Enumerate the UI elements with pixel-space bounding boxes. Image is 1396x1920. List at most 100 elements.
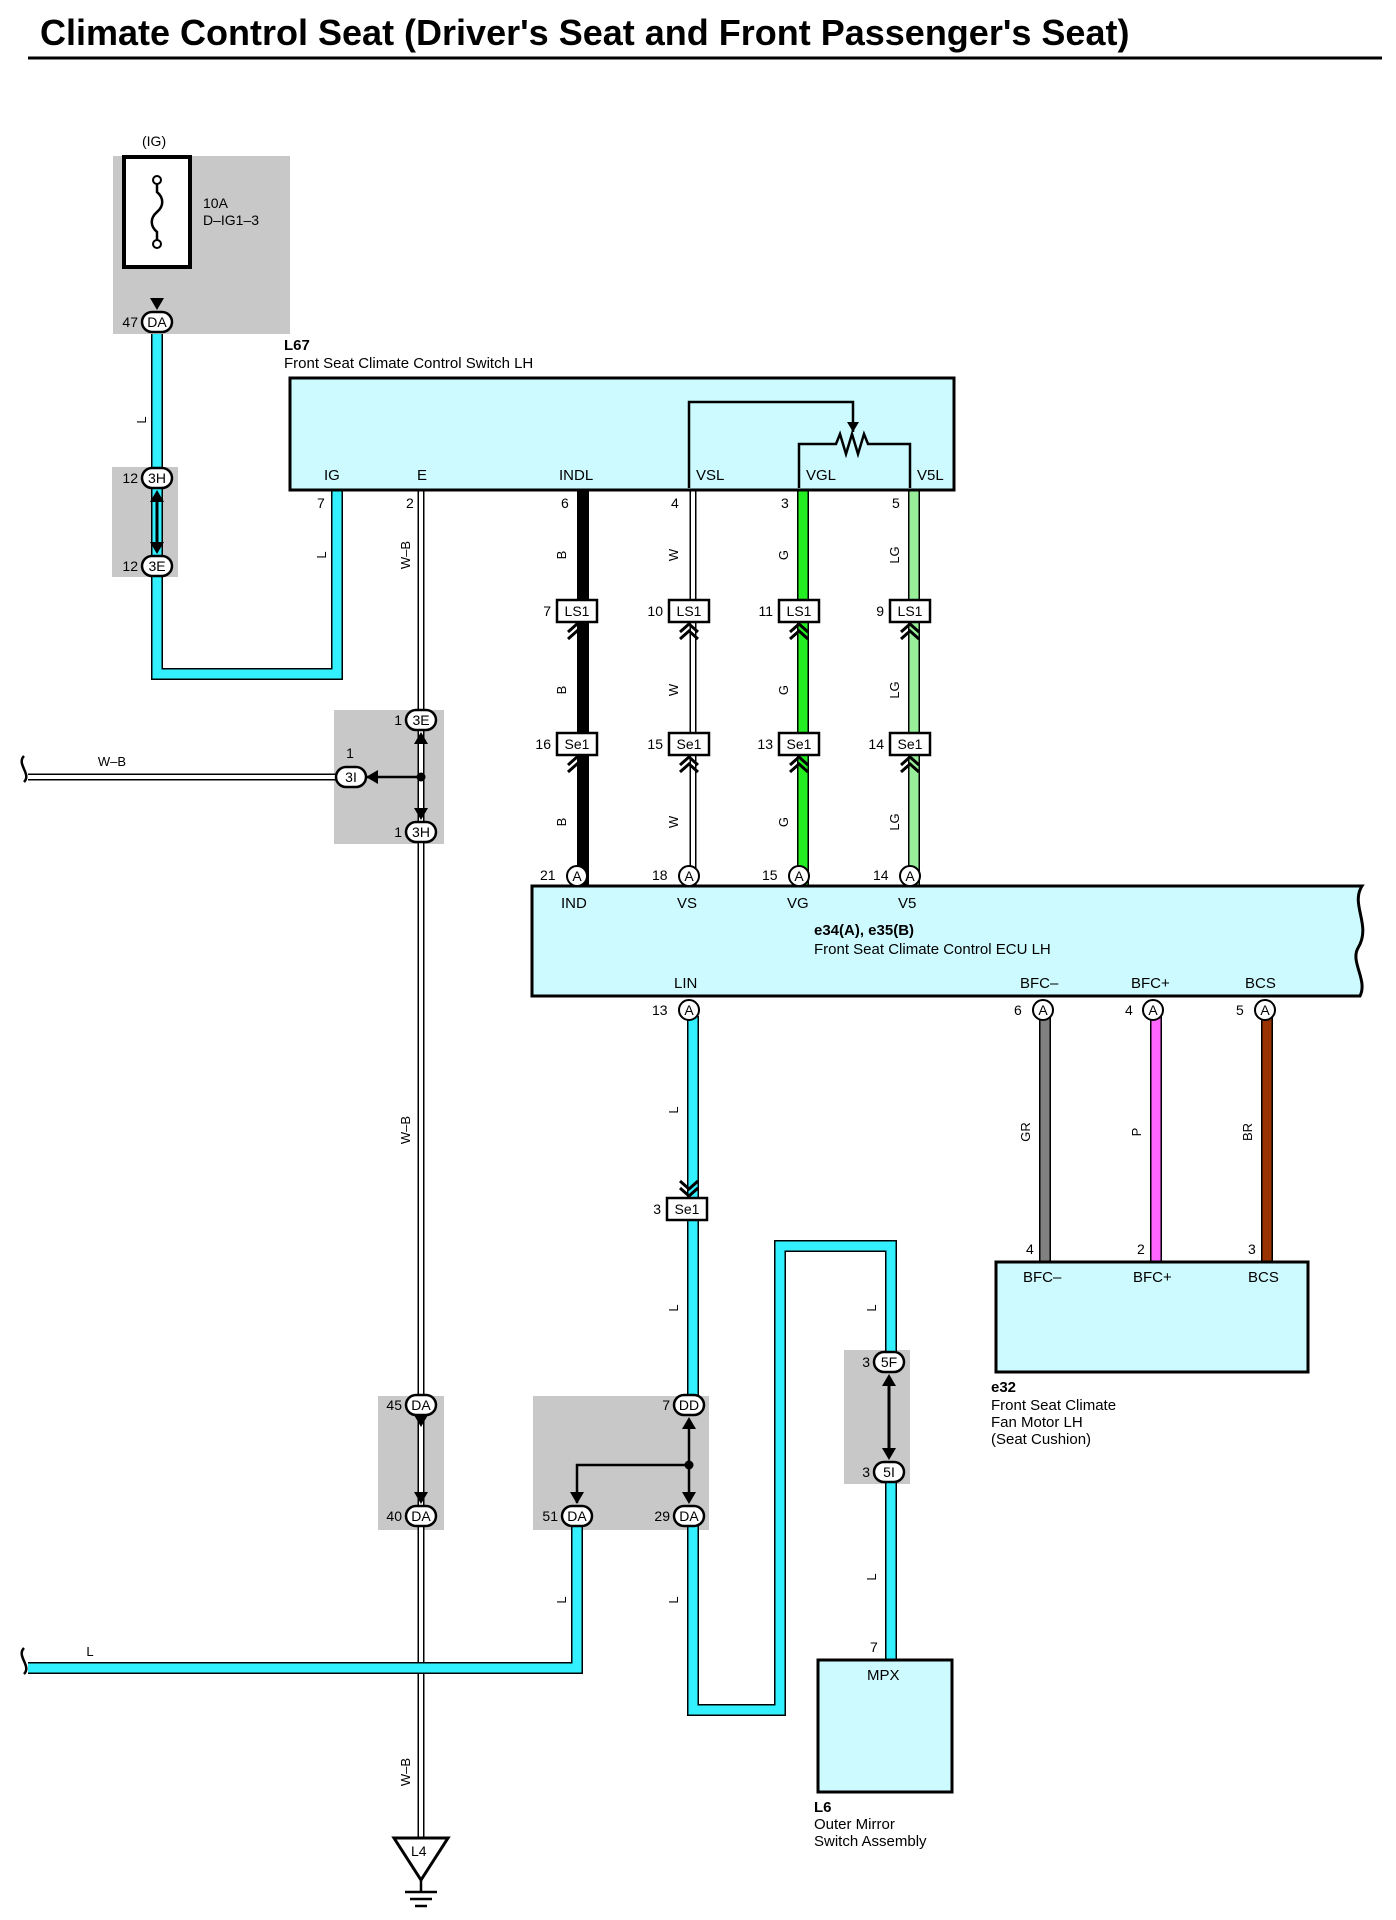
fan-motor-name-2: Fan Motor LH [991,1414,1083,1431]
connector-5i-pin: 3 [862,1464,870,1480]
wire-label-w-1: W [666,548,681,561]
arrow-left-icon-3i [366,770,378,784]
wire-label-l-lin-1: L [666,1106,681,1113]
mirror-switch-code: L6 [814,1799,832,1816]
switch-code: L67 [284,337,310,354]
connector-ls1-v5-pin: 9 [876,603,884,619]
connector-ls1-vs: LS1 10 [647,598,711,624]
wire-label-lg-1: LG [887,546,902,563]
chevron-up-icon-ls1-3 [900,621,920,641]
fan-pin-bfcm: 4 [1026,1241,1034,1257]
ecu-pin-circle-v5-shape [899,865,921,887]
connector-se1-lin-shape [665,1196,709,1222]
connector-da45-pin: 45 [386,1397,402,1413]
wire-label-wb-left: W–B [98,754,126,769]
chevron-up-icon-ls1-0 [567,621,587,641]
connector-dd7-code: DD [679,1397,699,1413]
connector-fuse-da47-shape [140,310,174,334]
fan-terminal-bfcp: BFC+ [1133,1269,1172,1286]
switch-pin-vsl: 4 [671,495,679,511]
connector-3h-mid: 3H1 [394,820,438,844]
wire-l-da51 [28,1518,582,1673]
wire-l-loop [688,1241,896,1715]
wires-group [28,334,1273,1838]
ecu-pin-bfcm: 6 [1014,1002,1022,1018]
wire-label-l-left: L [86,1644,93,1659]
switch-pin-vgl: 3 [781,495,789,511]
mirror-switch-name-1: Outer Mirror [814,1816,895,1833]
arrow-down-icon-3h-mid [414,808,428,820]
connector-5i: 5I3 [862,1460,906,1484]
connector-da51-pin: 51 [542,1508,558,1524]
connector-3i-pin: 1 [346,745,354,761]
wire-label-b-2: B [554,686,569,695]
arrow-down-icon-da29 [682,1492,696,1504]
chevron-up-icon-ls1-1 [679,621,699,641]
break-symbol-l [20,1647,28,1675]
ground-code: L4 [411,1843,427,1859]
arrow-down-icon-da45 [414,1415,428,1427]
connector-3i-code: 3I [345,769,357,785]
ecu-pin-lin: 13 [652,1002,668,1018]
chevron-down-icon-se1-lin [679,1179,699,1199]
connector-se1-lin-pin: 3 [653,1201,661,1217]
ecu-pin-ind: 21 [540,867,556,883]
ecu-pin-circle-lin-code: A [684,1002,694,1018]
fan-terminal-bfcm: BFC– [1023,1269,1062,1286]
connector-ls1-vs-pin: 10 [647,603,663,619]
chevron-up-icon-se1-1 [679,754,699,774]
wire-label-w-2: W [666,683,681,696]
ecu-pin-circle-vg-code: A [794,868,804,884]
connector-da45-code: DA [411,1397,431,1413]
wire-label-g-2: G [776,685,791,695]
connector-ls1-ind-code: LS1 [565,603,590,619]
arrow-down-icon-fuse [150,298,164,310]
fuse-power-label: (IG) [142,133,166,149]
connector-3e-top-code: 3E [148,558,165,574]
connector-fuse-da47-pin: 47 [122,314,138,330]
ecu-e34-e35: IND VS VG V5 e34(A), e35(B) Front Seat C… [530,867,1365,1018]
connector-3h-mid-pin: 1 [394,824,402,840]
ecu-pin-circle-bcs-code: A [1260,1002,1270,1018]
wire-label-gr: GR [1018,1122,1033,1142]
connector-da40-pin: 40 [386,1508,402,1524]
connector-5f-code: 5F [881,1354,897,1370]
ecu-terminal-lin: LIN [674,975,697,992]
arrow-down-icon-5i [882,1448,896,1460]
fan-terminal-bcs: BCS [1248,1269,1279,1286]
wire-label-l-loop: L [864,1304,879,1311]
connector-5i-shape [872,1460,906,1484]
fan-pin-bfcp: 2 [1137,1241,1145,1257]
ecu-pin-vs: 18 [652,867,668,883]
wire-label-l-mpx: L [864,1573,879,1580]
ecu-pin-circle-ind-shape [566,865,588,887]
chevron-up-icon-se1-0 [567,754,587,774]
connector-da29-shape [672,1504,706,1528]
wire-label-l-da29: L [666,1596,681,1603]
connector-3e-mid-shape [404,708,438,732]
ecu-pin-vg: 15 [762,867,778,883]
switch-pin-indl: 6 [561,495,569,511]
chevron-up-icon-se1-3 [900,754,920,774]
wire-label-wb-2: W–B [398,1116,413,1144]
ecu-pin-circle-ind: A [566,865,588,887]
wire-label-l-da51: L [554,1596,569,1603]
fuse: (IG) 10A D–IG1–3 [122,133,259,269]
fuse-element-icon [150,180,164,244]
connector-se1-lin-code: Se1 [675,1201,700,1217]
ecu-pin-circle-bfcm-code: A [1038,1002,1048,1018]
ecu-pin-circle-bfcp: A [1142,999,1164,1021]
wire-label-l-2: L [314,551,329,558]
switch-pin-v5l: 5 [892,495,900,511]
connector-ls1-vs-code: LS1 [677,603,702,619]
wire-label-lg-2: LG [887,681,902,698]
dd-splice-line [575,1463,689,1503]
resistor-wiper-arrow-icon [847,422,859,432]
wire-label-wb-1: W–B [398,541,413,569]
connector-se1-vs-pin: 15 [647,736,663,752]
